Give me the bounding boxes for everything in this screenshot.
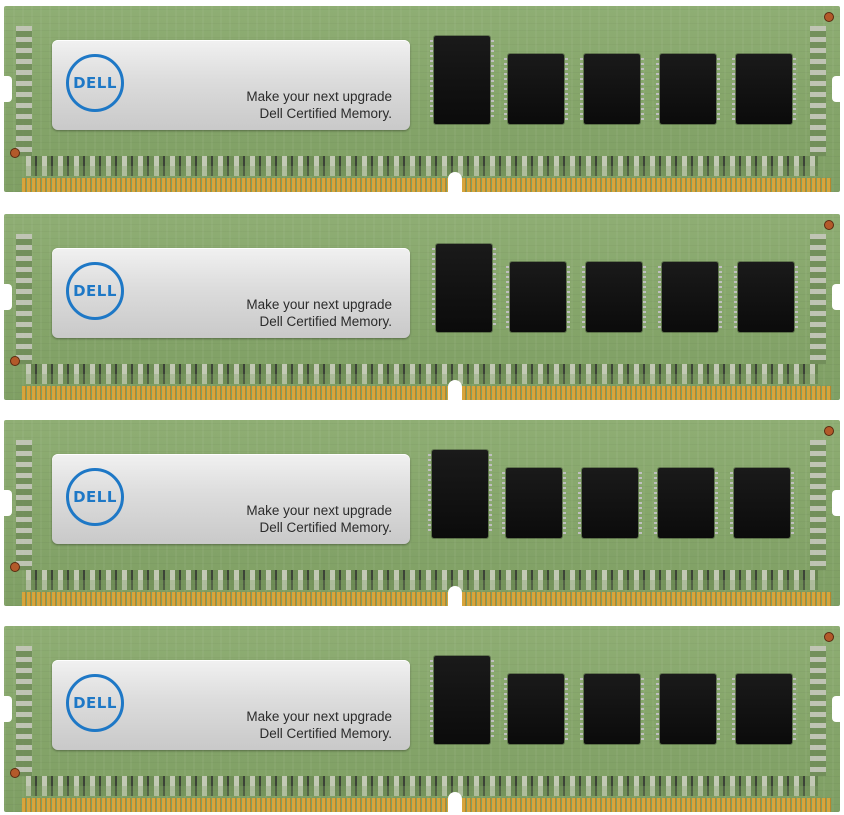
memory-chip	[580, 674, 644, 744]
tagline-line-2: Dell Certified Memory.	[259, 314, 392, 329]
mounting-pad	[824, 220, 834, 230]
memory-chip	[430, 36, 494, 124]
module-label: DELL Make your next upgrade Dell Certifi…	[52, 454, 410, 544]
side-notch	[4, 284, 12, 310]
memory-chip	[504, 54, 568, 124]
gold-contacts	[22, 386, 832, 400]
module-side-components	[810, 234, 826, 364]
memory-module-4: DELL Make your next upgrade Dell Certifi…	[4, 626, 840, 812]
mounting-pad	[824, 12, 834, 22]
module-side-components	[810, 440, 826, 570]
dell-logo-icon: DELL	[66, 54, 124, 112]
memory-chip	[582, 262, 646, 332]
label-tagline: Make your next upgrade Dell Certified Me…	[246, 708, 392, 742]
module-side-components	[16, 440, 32, 570]
mounting-pad	[824, 426, 834, 436]
label-tagline: Make your next upgrade Dell Certified Me…	[246, 296, 392, 330]
gold-contacts	[22, 178, 832, 192]
tagline-line-2: Dell Certified Memory.	[259, 106, 392, 121]
module-side-components	[16, 234, 32, 364]
module-key-notch	[448, 792, 462, 812]
tagline-line-1: Make your next upgrade	[246, 297, 392, 312]
memory-chip	[432, 244, 496, 332]
memory-chip	[656, 674, 720, 744]
memory-chip	[430, 656, 494, 744]
memory-chip	[658, 262, 722, 332]
memory-chip	[730, 468, 794, 538]
component-row	[26, 374, 818, 384]
dell-logo-icon: DELL	[66, 262, 124, 320]
component-row	[26, 580, 818, 590]
mounting-pad	[824, 632, 834, 642]
memory-module-1: DELL Make your next upgrade Dell Certifi…	[4, 6, 840, 192]
side-notch	[832, 284, 840, 310]
component-row	[26, 786, 818, 796]
memory-module-2: DELL Make your next upgrade Dell Certifi…	[4, 214, 840, 400]
memory-module-3: DELL Make your next upgrade Dell Certifi…	[4, 420, 840, 606]
module-label: DELL Make your next upgrade Dell Certifi…	[52, 660, 410, 750]
side-notch	[4, 696, 12, 722]
memory-chip	[502, 468, 566, 538]
module-label: DELL Make your next upgrade Dell Certifi…	[52, 248, 410, 338]
memory-chip	[656, 54, 720, 124]
module-side-components	[810, 26, 826, 156]
dell-logo-icon: DELL	[66, 468, 124, 526]
memory-chip	[504, 674, 568, 744]
component-row	[26, 364, 818, 374]
module-side-components	[16, 26, 32, 156]
label-tagline: Make your next upgrade Dell Certified Me…	[246, 88, 392, 122]
memory-chip	[580, 54, 644, 124]
label-tagline: Make your next upgrade Dell Certified Me…	[246, 502, 392, 536]
component-row	[26, 166, 818, 176]
side-notch	[4, 490, 12, 516]
mounting-pad	[10, 356, 20, 366]
memory-chip	[654, 468, 718, 538]
module-key-notch	[448, 380, 462, 400]
module-side-components	[810, 646, 826, 776]
side-notch	[832, 696, 840, 722]
side-notch	[832, 490, 840, 516]
memory-chip	[732, 54, 796, 124]
module-key-notch	[448, 586, 462, 606]
tagline-line-2: Dell Certified Memory.	[259, 520, 392, 535]
tagline-line-1: Make your next upgrade	[246, 503, 392, 518]
side-notch	[832, 76, 840, 102]
memory-chip	[428, 450, 492, 538]
gold-contacts	[22, 592, 832, 606]
gold-contacts	[22, 798, 832, 812]
component-row	[26, 776, 818, 786]
tagline-line-1: Make your next upgrade	[246, 709, 392, 724]
tagline-line-2: Dell Certified Memory.	[259, 726, 392, 741]
tagline-line-1: Make your next upgrade	[246, 89, 392, 104]
module-label: DELL Make your next upgrade Dell Certifi…	[52, 40, 410, 130]
memory-chip	[734, 262, 798, 332]
memory-chip	[578, 468, 642, 538]
side-notch	[4, 76, 12, 102]
memory-chip	[506, 262, 570, 332]
mounting-pad	[10, 148, 20, 158]
mounting-pad	[10, 768, 20, 778]
dell-logo-icon: DELL	[66, 674, 124, 732]
component-row	[26, 570, 818, 580]
memory-chip	[732, 674, 796, 744]
module-key-notch	[448, 172, 462, 192]
module-side-components	[16, 646, 32, 776]
component-row	[26, 156, 818, 166]
mounting-pad	[10, 562, 20, 572]
